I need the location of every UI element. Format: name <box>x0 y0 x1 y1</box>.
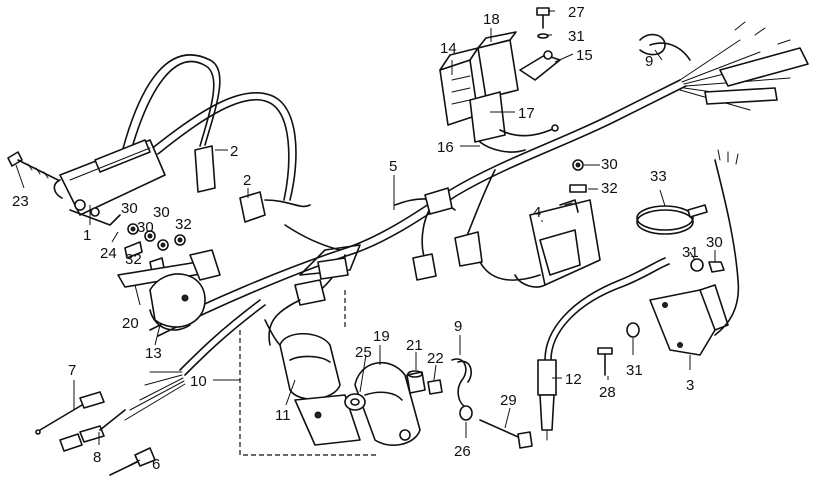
bolt-23 <box>7 151 59 181</box>
callout-29: 29 <box>500 392 517 409</box>
callout-9-center: 9 <box>454 318 462 335</box>
callout-31-c: 31 <box>626 362 643 379</box>
callout-32-b: 32 <box>125 251 142 268</box>
callout-24: 24 <box>100 245 117 262</box>
callout-31-b: 31 <box>682 244 699 261</box>
coil-4 <box>514 199 601 288</box>
callout-15: 15 <box>576 47 593 64</box>
callout-23: 23 <box>12 193 29 210</box>
callout-8: 8 <box>93 449 101 466</box>
callout-30-d: 30 <box>601 156 618 173</box>
callout-30-b: 30 <box>137 219 154 236</box>
callout-26: 26 <box>454 443 471 460</box>
callout-13: 13 <box>145 345 162 362</box>
callout-25: 25 <box>355 344 372 361</box>
callout-12: 12 <box>565 371 582 388</box>
callout-33: 33 <box>650 168 667 185</box>
callout-1: 1 <box>83 227 91 244</box>
leader-lines <box>15 10 716 466</box>
callout-17: 17 <box>518 105 535 122</box>
group-10-box <box>239 290 421 456</box>
callout-32-c: 32 <box>601 180 618 197</box>
callout-6: 6 <box>152 456 160 473</box>
callout-9-top: 9 <box>645 53 653 70</box>
small-hardware-center <box>406 358 533 449</box>
callout-18: 18 <box>483 11 500 28</box>
callout-10: 10 <box>190 373 207 390</box>
callout-11: 11 <box>275 407 291 424</box>
callout-3: 3 <box>686 377 694 394</box>
callout-14: 14 <box>440 40 457 57</box>
callout-21: 21 <box>406 337 423 354</box>
callout-7: 7 <box>68 362 76 379</box>
callout-28: 28 <box>599 384 616 401</box>
callout-30-e: 30 <box>706 234 723 251</box>
cable-12 <box>537 257 670 441</box>
ignition-coil-assembly <box>53 54 311 226</box>
callout-4: 4 <box>533 204 541 221</box>
callout-31-a: 31 <box>568 28 585 45</box>
cover-3 <box>649 149 740 356</box>
callout-16: 16 <box>437 139 454 156</box>
condenser-bracket <box>117 249 221 331</box>
strap-33 <box>636 204 708 235</box>
callout-30-c: 30 <box>153 204 170 221</box>
callout-2-lower: 2 <box>243 172 251 189</box>
callout-32-a: 32 <box>175 216 192 233</box>
clip-9 <box>639 33 666 56</box>
callout-30-a: 30 <box>121 200 138 217</box>
callout-labels: 1 2 2 3 4 5 6 7 8 9 9 10 11 12 13 14 15 … <box>12 4 723 473</box>
callout-22: 22 <box>427 350 444 367</box>
callout-2-upper: 2 <box>230 143 238 160</box>
mount-fasteners <box>569 159 725 376</box>
callout-19: 19 <box>373 328 390 345</box>
callout-20: 20 <box>122 315 139 332</box>
callout-5: 5 <box>389 158 397 175</box>
main-wire-harness <box>124 21 809 421</box>
rectifier-and-relay <box>439 7 561 153</box>
callout-27: 27 <box>568 4 585 21</box>
